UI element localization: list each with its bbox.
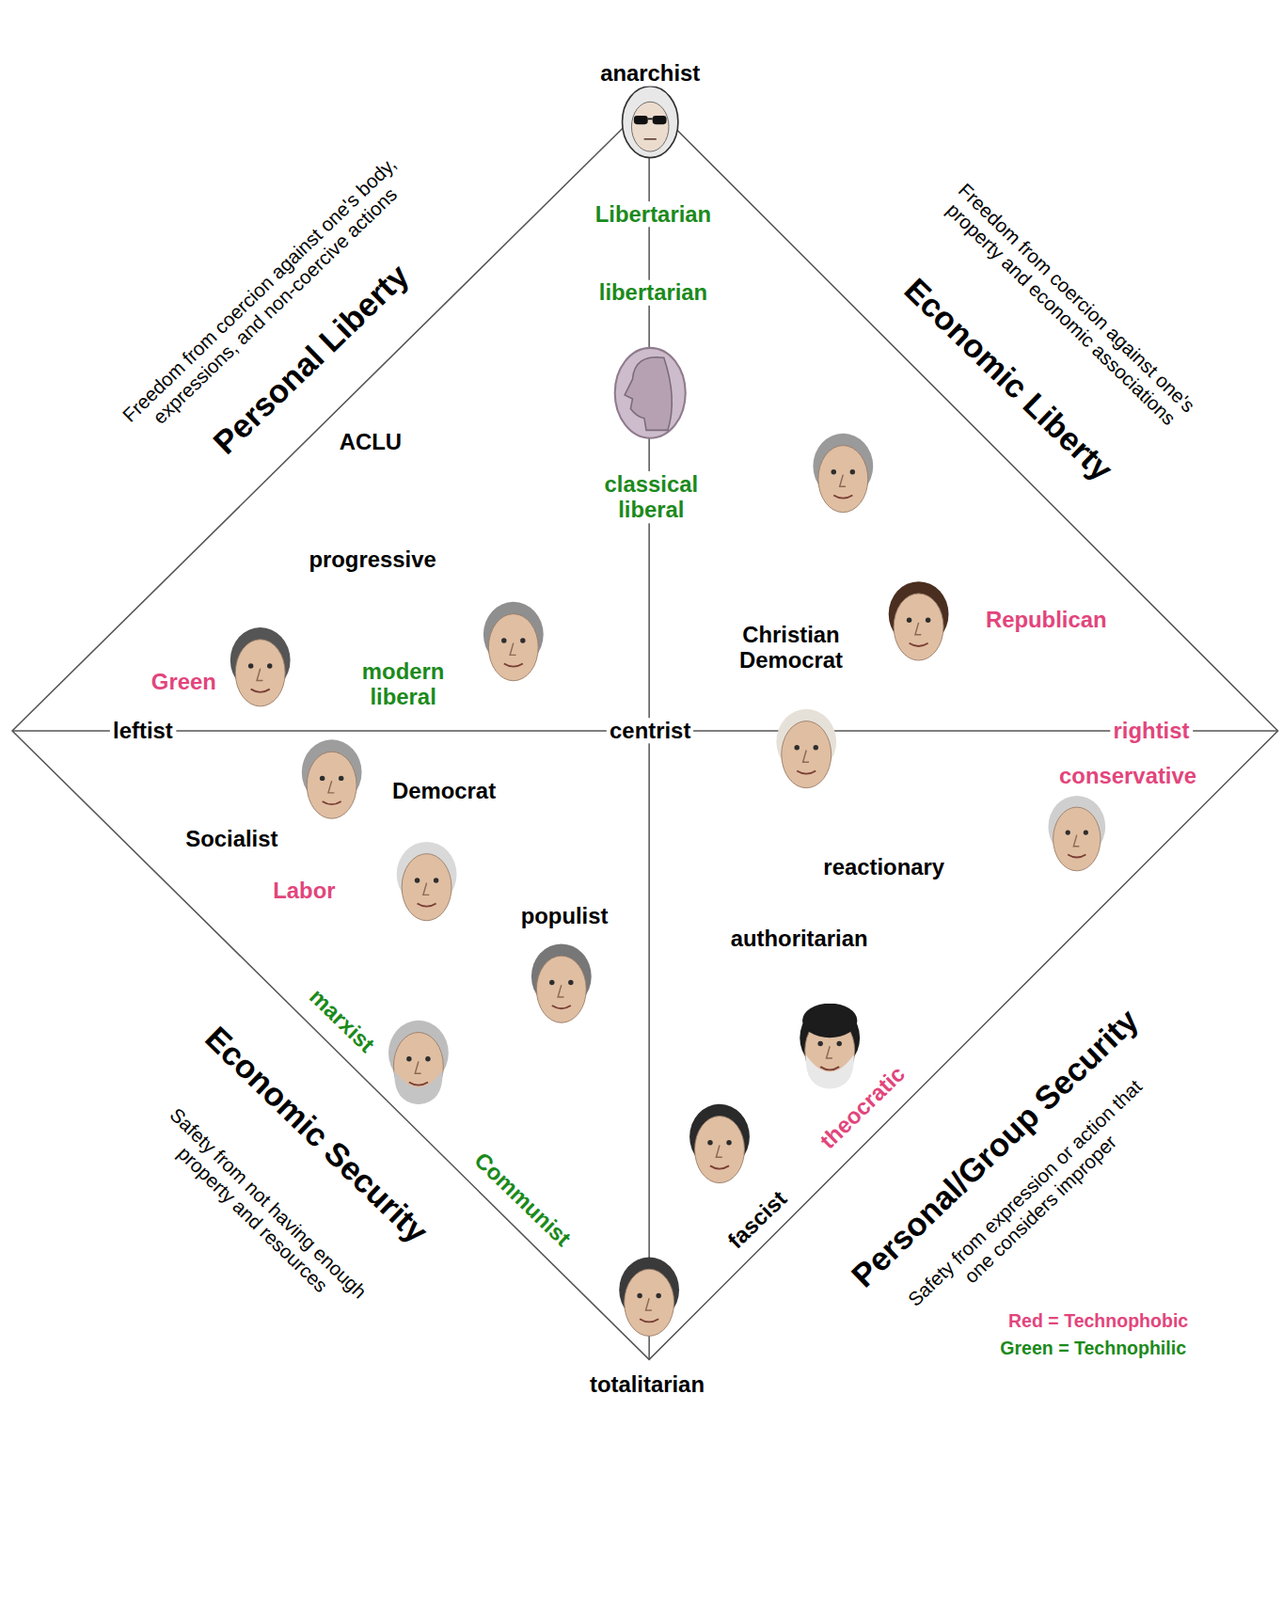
ideology-label: Labor — [269, 878, 339, 904]
label-holder: modern liberal — [342, 659, 465, 712]
portrait — [483, 601, 544, 682]
ideology-label: reactionary — [820, 855, 948, 881]
label-holder: Christian Democrat — [719, 622, 863, 675]
label-holder: classical liberal — [589, 471, 713, 523]
ideology-label: theocratic — [812, 1059, 913, 1157]
ideology-label: progressive — [305, 546, 440, 572]
label-holder: Socialist — [182, 825, 282, 852]
label-holder: Labor — [269, 878, 339, 904]
label-holder: centrist — [606, 717, 695, 744]
legend-entry: Red = Technophobic — [1006, 1311, 1191, 1333]
ideology-label: Christian Democrat — [719, 622, 863, 675]
quadrant-description: Safety from not having enough property a… — [134, 1089, 386, 1334]
ideology-label: populist — [517, 903, 611, 930]
portrait — [618, 1257, 680, 1337]
ideology-label: centrist — [606, 717, 695, 744]
label-holder: Freedom from coercion against one's prop… — [920, 162, 1217, 450]
label-holder: progressive — [305, 546, 440, 572]
portrait — [396, 841, 458, 921]
ideology-label: totalitarian — [586, 1372, 709, 1398]
ideology-label: Socialist — [182, 825, 282, 852]
ideology-label: anarchist — [597, 60, 704, 86]
legend-text: Green = Technophilic — [997, 1338, 1188, 1360]
ideology-label: classical liberal — [589, 471, 713, 523]
label-holder: Economic Security — [195, 1016, 438, 1252]
ideology-label: rightist — [1109, 717, 1192, 744]
portrait-beard — [394, 1070, 443, 1105]
legend-text: Red = Technophobic — [1006, 1311, 1191, 1332]
ideology-label: ACLU — [335, 428, 405, 455]
legend-entry: Green = Technophilic — [997, 1338, 1188, 1361]
label-holder: ACLU — [335, 428, 405, 455]
ideology-label: fascist — [720, 1183, 794, 1256]
label-holder: conservative — [1056, 762, 1200, 789]
ideology-label: Green — [148, 668, 221, 695]
label-holder: theocratic — [812, 1059, 913, 1157]
portrait — [230, 627, 291, 707]
portrait — [689, 1104, 750, 1184]
ideology-label: Republican — [982, 606, 1110, 633]
portrait — [888, 581, 950, 661]
label-holder: Republican — [982, 606, 1110, 633]
portrait — [776, 709, 837, 789]
quadrant-heading: Economic Security — [195, 1016, 438, 1252]
label-holder: anarchist — [597, 60, 704, 86]
portrait — [301, 739, 363, 819]
label-holder: totalitarian — [586, 1372, 709, 1398]
portrait — [622, 86, 679, 159]
coin-portrait — [615, 348, 686, 439]
label-holder: marxist — [301, 981, 382, 1060]
portrait-turban — [802, 1003, 857, 1038]
ideology-label: modern liberal — [342, 659, 465, 712]
diamond-outline — [12, 102, 1279, 1361]
label-holder: Libertarian — [592, 201, 715, 227]
ideology-label: conservative — [1056, 762, 1200, 789]
label-holder: Communist — [466, 1144, 578, 1253]
ideology-label: Democrat — [389, 777, 500, 804]
ideology-label: libertarian — [596, 280, 712, 306]
label-holder: leftist — [110, 717, 176, 744]
label-holder: authoritarian — [727, 926, 871, 952]
label-holder: Democrat — [389, 777, 500, 804]
ideology-label: Communist — [466, 1144, 578, 1253]
label-holder: Green — [148, 668, 221, 695]
ideology-label: leftist — [110, 717, 176, 744]
label-holder: fascist — [720, 1183, 794, 1256]
portrait — [531, 943, 592, 1023]
ideology-label: authoritarian — [727, 926, 871, 952]
label-holder: rightist — [1109, 717, 1192, 744]
portrait — [1047, 795, 1106, 872]
label-holder: populist — [517, 903, 611, 930]
label-holder: Safety from not having enough property a… — [134, 1089, 386, 1334]
quadrant-description: Freedom from coercion against one's prop… — [920, 162, 1217, 450]
portrait-beard — [806, 1054, 855, 1089]
portrait — [812, 433, 873, 513]
label-holder: reactionary — [820, 855, 948, 881]
label-holder: libertarian — [596, 280, 712, 306]
ideology-label: Libertarian — [592, 201, 715, 227]
ideology-label: marxist — [301, 981, 382, 1060]
